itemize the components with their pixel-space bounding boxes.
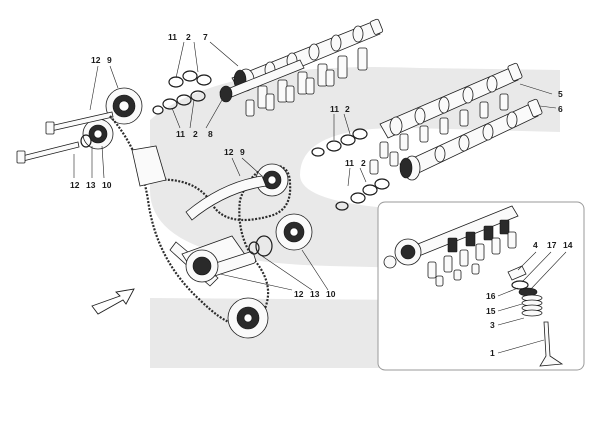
seal-rings-lower xyxy=(335,178,390,211)
lower-gear xyxy=(275,213,313,251)
callout-17-inset: 17 xyxy=(547,240,557,250)
callout-14-inset: 14 xyxy=(563,240,573,250)
callout-11-mid: 11 xyxy=(176,129,185,139)
callout-10-bottom-left: 10 xyxy=(102,180,112,190)
direction-arrow-icon xyxy=(91,288,135,315)
callout-2-lower: 2 xyxy=(361,158,366,168)
timing-chain xyxy=(109,115,292,327)
callout-5-right: 5 xyxy=(558,89,563,99)
left-upper-gear xyxy=(105,87,143,125)
callout-10-bottom: 10 xyxy=(326,289,336,299)
callout-12-bottom: 12 xyxy=(294,289,304,299)
seal-rings-top xyxy=(152,70,212,115)
callout-16-inset: 16 xyxy=(486,291,496,301)
callout-1-inset: 1 xyxy=(490,348,495,358)
center-gear xyxy=(255,163,289,197)
callout-6-right: 6 xyxy=(558,104,563,114)
callout-11-lower: 11 xyxy=(345,158,354,168)
callout-12-chain: 12 xyxy=(224,147,234,157)
callout-labels: 12 9 11 2 7 11 2 8 5 6 11 2 11 2 12 9 12… xyxy=(70,32,563,299)
callout-11-center: 11 xyxy=(330,104,339,114)
callout-13-bottom-left: 13 xyxy=(86,180,96,190)
callout-4-inset: 4 xyxy=(533,240,538,250)
callout-13-bottom: 13 xyxy=(310,289,320,299)
callout-15-inset: 15 xyxy=(486,306,496,316)
lower-washers xyxy=(248,235,273,257)
callout-7-top: 7 xyxy=(203,32,208,42)
callout-8-mid: 8 xyxy=(208,129,213,139)
valve-detail-inset: 4 17 14 16 15 3 1 xyxy=(377,201,585,371)
callout-2-top: 2 xyxy=(186,32,191,42)
callout-9-chain: 9 xyxy=(240,147,245,157)
callout-2-mid: 2 xyxy=(193,129,198,139)
leader-lines xyxy=(73,41,557,291)
callout-12-top-left: 12 xyxy=(91,55,101,65)
callout-2-center: 2 xyxy=(345,104,350,114)
right-camshaft-5 xyxy=(379,62,523,139)
callout-3-inset: 3 xyxy=(490,320,495,330)
callout-9-top-left: 9 xyxy=(107,55,112,65)
right-camshaft-6 xyxy=(369,93,543,181)
callout-11-top: 11 xyxy=(168,32,177,42)
left-lower-gear xyxy=(82,118,114,150)
callout-12-bottom-left: 12 xyxy=(70,180,80,190)
watermark-logo xyxy=(150,67,560,369)
second-camshaft xyxy=(219,59,305,103)
lower-sprocket xyxy=(185,249,269,339)
left-bolts xyxy=(16,111,114,164)
seal-rings-center xyxy=(311,128,368,157)
